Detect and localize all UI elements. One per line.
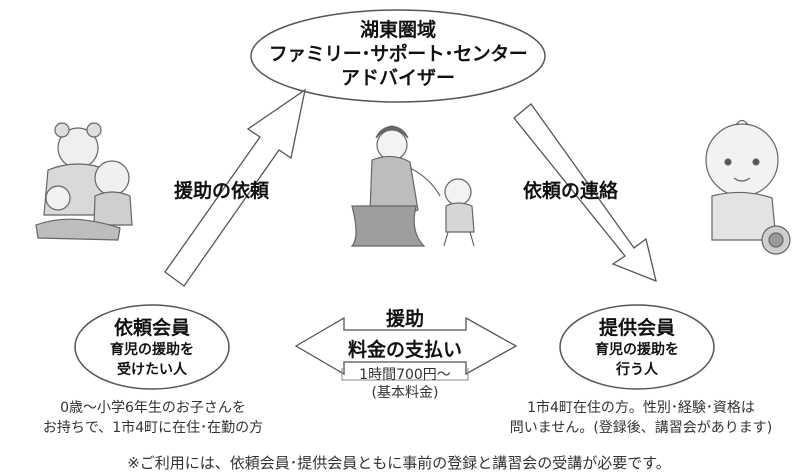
request-label: 援助の依頼 (174, 180, 270, 202)
baby-illustration (705, 119, 791, 255)
footnote: ※ご利用には、依頼会員･提供会員ともに事前の登録と講習会の受講が必要です。 (127, 454, 671, 472)
requester-title: 依頼会員 (113, 317, 190, 339)
rate-line2: (基本料金) (371, 385, 439, 401)
requester-desc1: 0歳～小学6年生のお子さんを (60, 400, 246, 416)
payment-label: 料金の支払い (347, 339, 462, 361)
requester-desc2: お持ちで、1市4町に在住･在勤の方 (42, 420, 264, 436)
rate-line1: 1時間700円～ (359, 367, 451, 383)
provider-sub2: 行う人 (616, 362, 658, 378)
center-line3: アドバイザー (340, 67, 455, 89)
advisor-title: 湖東圏域 ファミリー･サポート･センター アドバイザー (258, 18, 538, 90)
provider-member: 提供会員 育児の援助を 行う人 (567, 316, 707, 380)
requester-member: 依頼会員 育児の援助を 受けたい人 (82, 316, 222, 380)
requester-desc: 0歳～小学6年生のお子さんを お持ちで、1市4町に在住･在勤の方 (14, 398, 292, 438)
rate-bracket (341, 368, 469, 381)
provider-title: 提供会員 (598, 317, 675, 339)
mother-baby-illustration (350, 125, 475, 247)
center-line1: 湖東圏域 (359, 19, 436, 41)
requester-sub1: 育児の援助を (110, 342, 194, 358)
children-illustration (35, 122, 133, 241)
requester-ellipse (74, 304, 230, 390)
provider-desc2: 問いません。(登録後、講習会があります) (509, 420, 773, 436)
request-arrow (164, 88, 306, 287)
provider-desc1: 1市4町在住の方。性別･経験･資格は (527, 400, 755, 416)
advisor-ellipse (250, 9, 546, 103)
contact-arrow (513, 103, 657, 283)
provider-sub1: 育児の援助を (595, 342, 679, 358)
contact-label: 依頼の連絡 (523, 180, 619, 202)
rate-text: 1時間700円～ (基本料金) (330, 366, 480, 402)
requester-sub2: 受けたい人 (117, 362, 187, 378)
payment-arrow (294, 316, 518, 376)
provider-desc: 1市4町在住の方。性別･経験･資格は 問いません。(登録後、講習会があります) (488, 398, 794, 438)
provider-ellipse (559, 304, 715, 390)
support-label: 援助 (385, 308, 424, 330)
center-line2: ファミリー･サポート･センター (268, 43, 528, 65)
